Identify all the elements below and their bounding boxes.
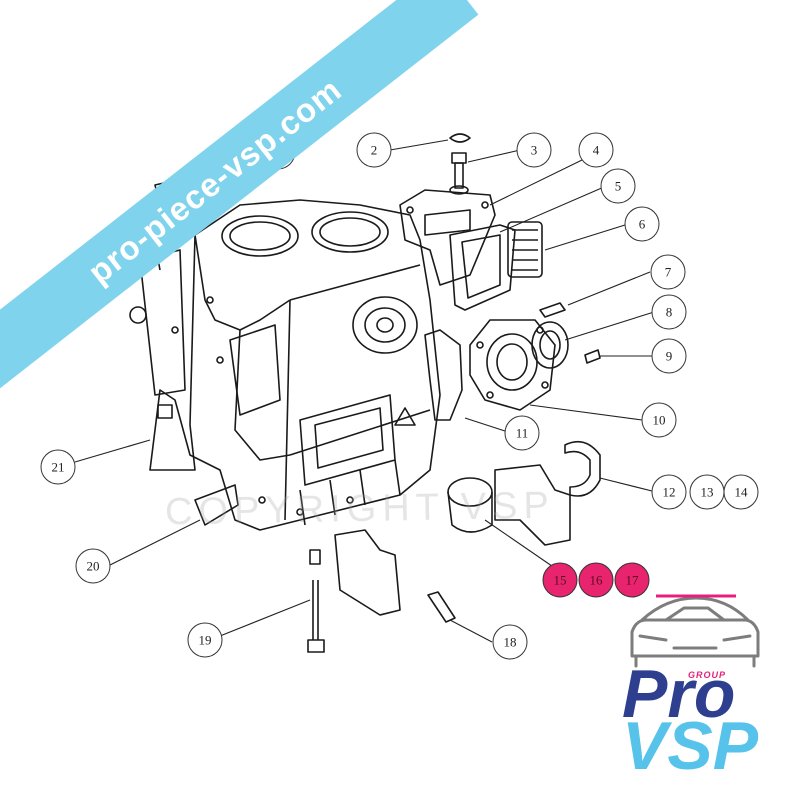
callout-number: 15 bbox=[554, 573, 567, 588]
callout-circle bbox=[40, 449, 76, 485]
callout-3: 3 bbox=[516, 132, 552, 168]
callout-circle bbox=[516, 132, 552, 168]
part-2-clip bbox=[449, 133, 471, 143]
callout-circle bbox=[578, 562, 614, 598]
callout-7: 7 bbox=[650, 254, 686, 290]
callout-20: 20 bbox=[75, 548, 111, 584]
callout-6: 6 bbox=[624, 206, 660, 242]
callout-number: 8 bbox=[666, 305, 673, 320]
callout-5: 5 bbox=[600, 168, 636, 204]
callout-2: 2 bbox=[356, 132, 392, 168]
callout-number: 21 bbox=[52, 460, 65, 475]
part-11-gasket bbox=[424, 329, 463, 421]
callout-number: 19 bbox=[199, 633, 212, 648]
callout-circle bbox=[542, 562, 578, 598]
logo-vsp-text: VSP bbox=[622, 708, 759, 784]
copyright-watermark: COPYRIGHT VSP bbox=[164, 484, 556, 534]
callout-circle bbox=[651, 294, 687, 330]
callout-circle bbox=[624, 206, 660, 242]
callout-number: 17 bbox=[626, 573, 640, 588]
callout-14: 14 bbox=[723, 474, 759, 510]
callout-circle bbox=[504, 415, 540, 451]
callout-9: 9 bbox=[651, 338, 687, 374]
callout-10: 10 bbox=[641, 402, 677, 438]
logo-pro-text: Pro bbox=[622, 656, 736, 732]
callout-number: 11 bbox=[516, 426, 529, 441]
callout-circle bbox=[723, 474, 759, 510]
callout-17: 17 bbox=[614, 562, 650, 598]
part-6-filter bbox=[507, 221, 543, 278]
callout-18: 18 bbox=[492, 624, 528, 660]
callout-number: 20 bbox=[87, 559, 100, 574]
callout-11: 11 bbox=[504, 415, 540, 451]
callout-number: 18 bbox=[504, 635, 517, 650]
callout-layer: 123456789101112131415161718192021 bbox=[40, 132, 759, 660]
callout-circle bbox=[650, 254, 686, 290]
callout-number: 12 bbox=[663, 485, 676, 500]
callout-number: 10 bbox=[653, 413, 666, 428]
part-7-screw bbox=[539, 302, 566, 318]
callout-15: 15 bbox=[542, 562, 578, 598]
callout-4: 4 bbox=[578, 132, 614, 168]
part-10-housing bbox=[469, 319, 556, 411]
callout-circle bbox=[187, 622, 223, 658]
callout-13: 13 bbox=[689, 474, 725, 510]
callout-number: 3 bbox=[531, 143, 538, 158]
callout-number: 9 bbox=[666, 349, 673, 364]
part-9-pin bbox=[584, 349, 601, 364]
callout-19: 19 bbox=[187, 622, 223, 658]
callout-12: 12 bbox=[651, 474, 687, 510]
callout-circle bbox=[356, 132, 392, 168]
leader-lines bbox=[74, 139, 657, 643]
callout-21: 21 bbox=[40, 449, 76, 485]
part-20-plate bbox=[194, 484, 239, 526]
part-5-gasket bbox=[449, 224, 516, 311]
part-3-nipple bbox=[449, 152, 469, 195]
callout-circle bbox=[578, 132, 614, 168]
logo-group-text: GROUP bbox=[688, 670, 727, 680]
callout-circle bbox=[492, 624, 528, 660]
callout-number: 7 bbox=[665, 265, 672, 280]
callout-16: 16 bbox=[578, 562, 614, 598]
rear-cap bbox=[334, 529, 401, 616]
part-12-washer bbox=[564, 440, 601, 497]
callout-number: 14 bbox=[735, 485, 749, 500]
callout-8: 8 bbox=[651, 294, 687, 330]
part-18-stud bbox=[427, 591, 456, 623]
callout-number: 16 bbox=[590, 573, 604, 588]
callout-circle bbox=[651, 474, 687, 510]
part-19-bolt bbox=[307, 549, 325, 653]
callout-number: 2 bbox=[371, 143, 378, 158]
callout-number: 6 bbox=[639, 217, 646, 232]
callout-number: 13 bbox=[701, 485, 714, 500]
bearing-cap bbox=[494, 464, 571, 546]
callout-number: 4 bbox=[593, 143, 600, 158]
callout-circle bbox=[651, 338, 687, 374]
car-outline-icon bbox=[630, 594, 760, 668]
callout-number: 5 bbox=[615, 179, 622, 194]
callout-circle bbox=[600, 168, 636, 204]
callout-circle bbox=[641, 402, 677, 438]
part-4-cover bbox=[399, 189, 496, 286]
callout-circle bbox=[614, 562, 650, 598]
callout-circle bbox=[75, 548, 111, 584]
